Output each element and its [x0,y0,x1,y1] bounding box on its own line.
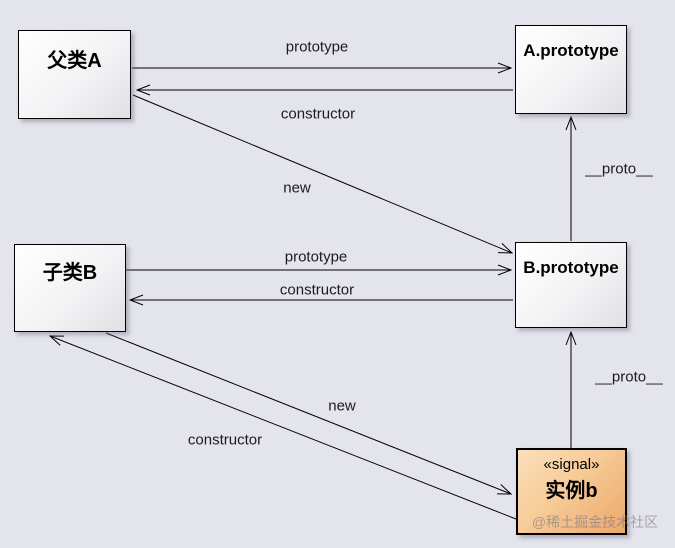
edge-label-constructor-mid: constructor [279,281,355,299]
edge-label-proto-b: __proto__ [595,368,663,386]
node-instance-b-stereotype: «signal» [543,456,600,473]
node-child-class-b: 子类B [14,244,126,332]
edge-label-prototype-mid: prototype [284,248,348,266]
node-b-prototype-label: B.prototype [523,258,619,277]
node-instance-b: «signal» 实例b [516,448,627,535]
node-b-prototype: B.prototype [515,242,627,328]
edge-label-new-child: new [328,397,356,415]
node-a-prototype: A.prototype [515,25,627,114]
edge-label-constructor-top: constructor [280,105,356,123]
juejin-watermark: @稀土掘金技术社区 [531,514,659,530]
node-a-prototype-label: A.prototype [523,41,619,60]
edge-line-new-child [105,332,511,494]
node-instance-b-label: 实例b [545,480,598,502]
node-parent-class-a-label: 父类A [47,50,102,72]
edge-label-proto-a: __proto__ [585,160,653,178]
edge-label-new-parent: new [283,179,311,197]
node-child-class-b-label: 子类B [42,262,98,284]
edge-label-prototype-top: prototype [285,38,349,56]
node-parent-class-a: 父类A [18,30,131,119]
edge-label-constructor-bottom: constructor [187,431,263,449]
edge-line-new-parent [132,94,512,253]
edge-line-constructor-bottom [50,336,517,520]
